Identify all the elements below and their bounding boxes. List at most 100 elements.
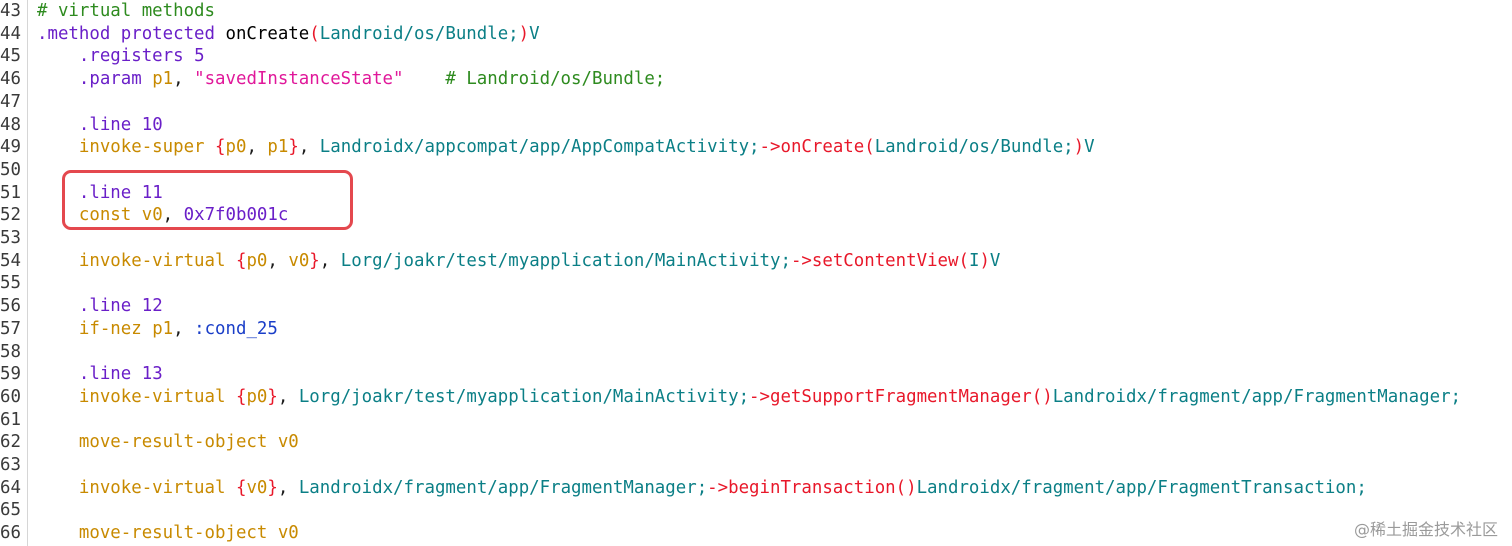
code-text: invoke-virtual {v0}, Landroidx/fragment/… xyxy=(37,477,1367,499)
code-token: v0 xyxy=(131,205,163,226)
code-token: ( xyxy=(309,23,320,44)
code-token xyxy=(37,432,79,452)
code-line: 48 .line 10 xyxy=(0,114,1512,136)
code-text: .line 12 xyxy=(37,295,163,317)
code-token: invoke-virtual xyxy=(78,250,226,271)
code-token: { xyxy=(225,250,247,271)
code-token: p0 xyxy=(225,137,247,158)
code-line: 59 .line 13 xyxy=(0,363,1512,385)
line-number: 62 xyxy=(0,432,21,453)
line-number: 58 xyxy=(0,341,21,362)
code-token: p0 xyxy=(246,250,268,271)
code-text: const v0, 0x7f0b001c xyxy=(37,204,288,226)
code-token: ->beginTransaction() xyxy=(707,477,917,498)
code-token: v0 xyxy=(246,477,268,498)
highlight-box xyxy=(62,170,353,230)
code-line: 57 if-nez p1, :cond_25 xyxy=(0,318,1512,340)
code-token: if-nez xyxy=(78,318,142,339)
code-token: , xyxy=(246,137,268,158)
code-line: 54 invoke-virtual {p0, v0}, Lorg/joakr/t… xyxy=(0,250,1512,272)
code-token: :cond_25 xyxy=(194,318,278,339)
code-token: onCreate xyxy=(215,23,310,44)
line-number: 64 xyxy=(0,477,21,498)
code-line: 46 .param p1, "savedInstanceState" # Lan… xyxy=(0,68,1512,90)
code-token: v0 xyxy=(288,250,310,271)
code-token: } xyxy=(267,386,278,407)
code-text: move-result-object v0 xyxy=(37,431,299,453)
code-text: .line 11 xyxy=(37,182,163,204)
code-line: 66 move-result-object v0 xyxy=(0,522,1512,544)
code-token: } xyxy=(267,477,278,498)
code-token: V xyxy=(989,250,1001,271)
code-line: 62 move-result-object v0 xyxy=(0,431,1512,453)
line-number: 45 xyxy=(0,46,21,67)
code-line: 47 xyxy=(0,91,1512,113)
code-token: , xyxy=(298,137,320,158)
code-token xyxy=(37,46,79,66)
code-token: invoke-virtual xyxy=(78,386,226,407)
line-number: 48 xyxy=(0,114,21,135)
code-token: ->setContentView( xyxy=(790,250,969,271)
code-line: 61 xyxy=(0,409,1512,431)
line-number: 54 xyxy=(0,250,21,271)
code-token: , xyxy=(173,318,195,339)
code-token xyxy=(37,251,79,271)
code-token: Lorg/joakr/test/myapplication/MainActivi… xyxy=(340,250,791,271)
code-token: } xyxy=(309,250,320,271)
code-line: 52 const v0, 0x7f0b001c xyxy=(0,204,1512,226)
code-line: 43 # virtual methods xyxy=(0,0,1512,22)
code-text: .line 10 xyxy=(37,114,163,136)
code-token: .param xyxy=(78,69,142,90)
code-line: 45 .registers 5 xyxy=(0,45,1512,67)
code-token: Landroid/os/Bundle; xyxy=(874,137,1074,158)
code-line: 65 xyxy=(0,499,1512,521)
line-number: 49 xyxy=(0,137,21,158)
line-number: 43 xyxy=(0,1,21,21)
code-token: p1 xyxy=(141,69,174,90)
line-number: 46 xyxy=(0,69,21,90)
code-text: # virtual methods xyxy=(37,0,215,22)
line-number: 60 xyxy=(0,386,21,407)
code-text: .param p1, "savedInstanceState" # Landro… xyxy=(37,68,665,90)
code-token xyxy=(37,319,79,339)
code-token xyxy=(37,387,79,407)
line-number: 57 xyxy=(0,318,21,339)
code-token: 5 xyxy=(183,46,205,67)
code-line: 53 xyxy=(0,227,1512,249)
code-token: 10 xyxy=(131,114,163,135)
code-token: , xyxy=(277,386,299,407)
code-text: move-result-object v0 xyxy=(37,522,299,544)
code-token: Lorg/joakr/test/myapplication/MainActivi… xyxy=(298,386,750,407)
code-token xyxy=(37,478,79,498)
code-text: invoke-super {p0, p1}, Landroidx/appcomp… xyxy=(37,136,1095,158)
code-token: const xyxy=(78,205,132,226)
code-token: V xyxy=(529,23,540,44)
code-line: 63 xyxy=(0,454,1512,476)
code-token: } xyxy=(288,137,299,158)
code-token: I xyxy=(968,250,980,271)
code-token: ) xyxy=(979,250,990,271)
code-text: .method protected onCreate(Landroid/os/B… xyxy=(37,23,540,45)
line-number: 65 xyxy=(0,500,21,521)
code-line: 55 xyxy=(0,272,1512,294)
code-token: { xyxy=(225,386,247,407)
code-text: .registers 5 xyxy=(37,45,205,67)
code-token: 13 xyxy=(131,364,163,385)
code-token: { xyxy=(204,137,226,158)
code-token: , xyxy=(277,477,299,498)
code-line: 50 xyxy=(0,159,1512,181)
code-token xyxy=(37,296,79,316)
code-token: , xyxy=(267,250,289,271)
code-token: Landroidx/fragment/app/FragmentManager; xyxy=(298,477,708,498)
code-token: move-result-object xyxy=(78,523,268,544)
line-number: 66 xyxy=(0,523,21,544)
line-number: 47 xyxy=(0,91,21,112)
code-token: invoke-super xyxy=(78,137,205,158)
code-token: Landroidx/fragment/app/FragmentManager; xyxy=(1052,386,1462,407)
code-token: Landroidx/appcompat/app/AppCompatActivit… xyxy=(319,137,760,158)
line-number: 59 xyxy=(0,364,21,385)
code-token xyxy=(37,115,79,135)
line-number: 51 xyxy=(0,182,21,203)
code-text: invoke-virtual {p0, v0}, Lorg/joakr/test… xyxy=(37,250,1001,272)
